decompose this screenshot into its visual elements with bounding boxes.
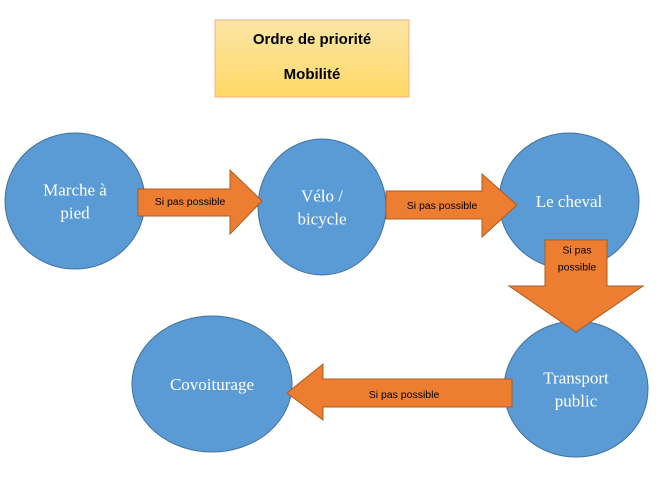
arrow-shape — [137, 168, 263, 236]
node-circle-transit — [503, 320, 649, 458]
arrow-shape — [286, 362, 513, 421]
node-bike: Vélo / bicycle — [257, 138, 387, 276]
arrow-shape — [385, 172, 518, 239]
arrow-transit-to-carpool: Si pas possible — [286, 362, 513, 421]
title-line-2: Mobilité — [284, 66, 341, 83]
nodes-layer: Marche à pied Vélo / bicycle Le chevalTransp… — [4, 132, 649, 458]
title-box: Ordre de priorité Mobilité — [214, 19, 410, 98]
node-label-bike: bicycle — [297, 210, 346, 229]
node-label-transit: Transport — [543, 369, 609, 388]
node-circle-bike — [257, 138, 387, 276]
node-label-transit: public — [555, 392, 598, 411]
arrow-bike-to-horse: Si pas possible — [385, 172, 518, 239]
node-transit: Transport public — [503, 320, 649, 458]
arrow-label: Si pas possible — [369, 389, 440, 401]
title-line-1: Ordre de priorité — [253, 31, 371, 48]
arrow-label: Si pas possible — [155, 196, 226, 208]
arrow-label: Si pas possible — [407, 200, 478, 212]
node-label-walk: pied — [60, 204, 90, 223]
arrow-shape — [507, 239, 645, 333]
node-carpool: Covoiturage — [131, 315, 293, 453]
node-label-horse: Le cheval — [536, 192, 603, 211]
arrow-horse-to-transit: Si pas possible — [507, 239, 645, 333]
arrow-label: possible — [558, 262, 597, 274]
node-label-bike: Vélo / — [301, 187, 343, 206]
node-label-walk: Marche à — [43, 181, 107, 200]
node-circle-walk — [4, 132, 146, 270]
node-horse: Le cheval — [498, 132, 640, 270]
arrow-walk-to-bike: Si pas possible — [137, 168, 263, 236]
node-walk: Marche à pied — [4, 132, 146, 270]
node-circle-carpool — [131, 315, 293, 453]
arrow-label: Si pas — [562, 245, 591, 257]
node-label-carpool: Covoiturage — [170, 375, 254, 394]
title-box-background — [214, 19, 410, 98]
